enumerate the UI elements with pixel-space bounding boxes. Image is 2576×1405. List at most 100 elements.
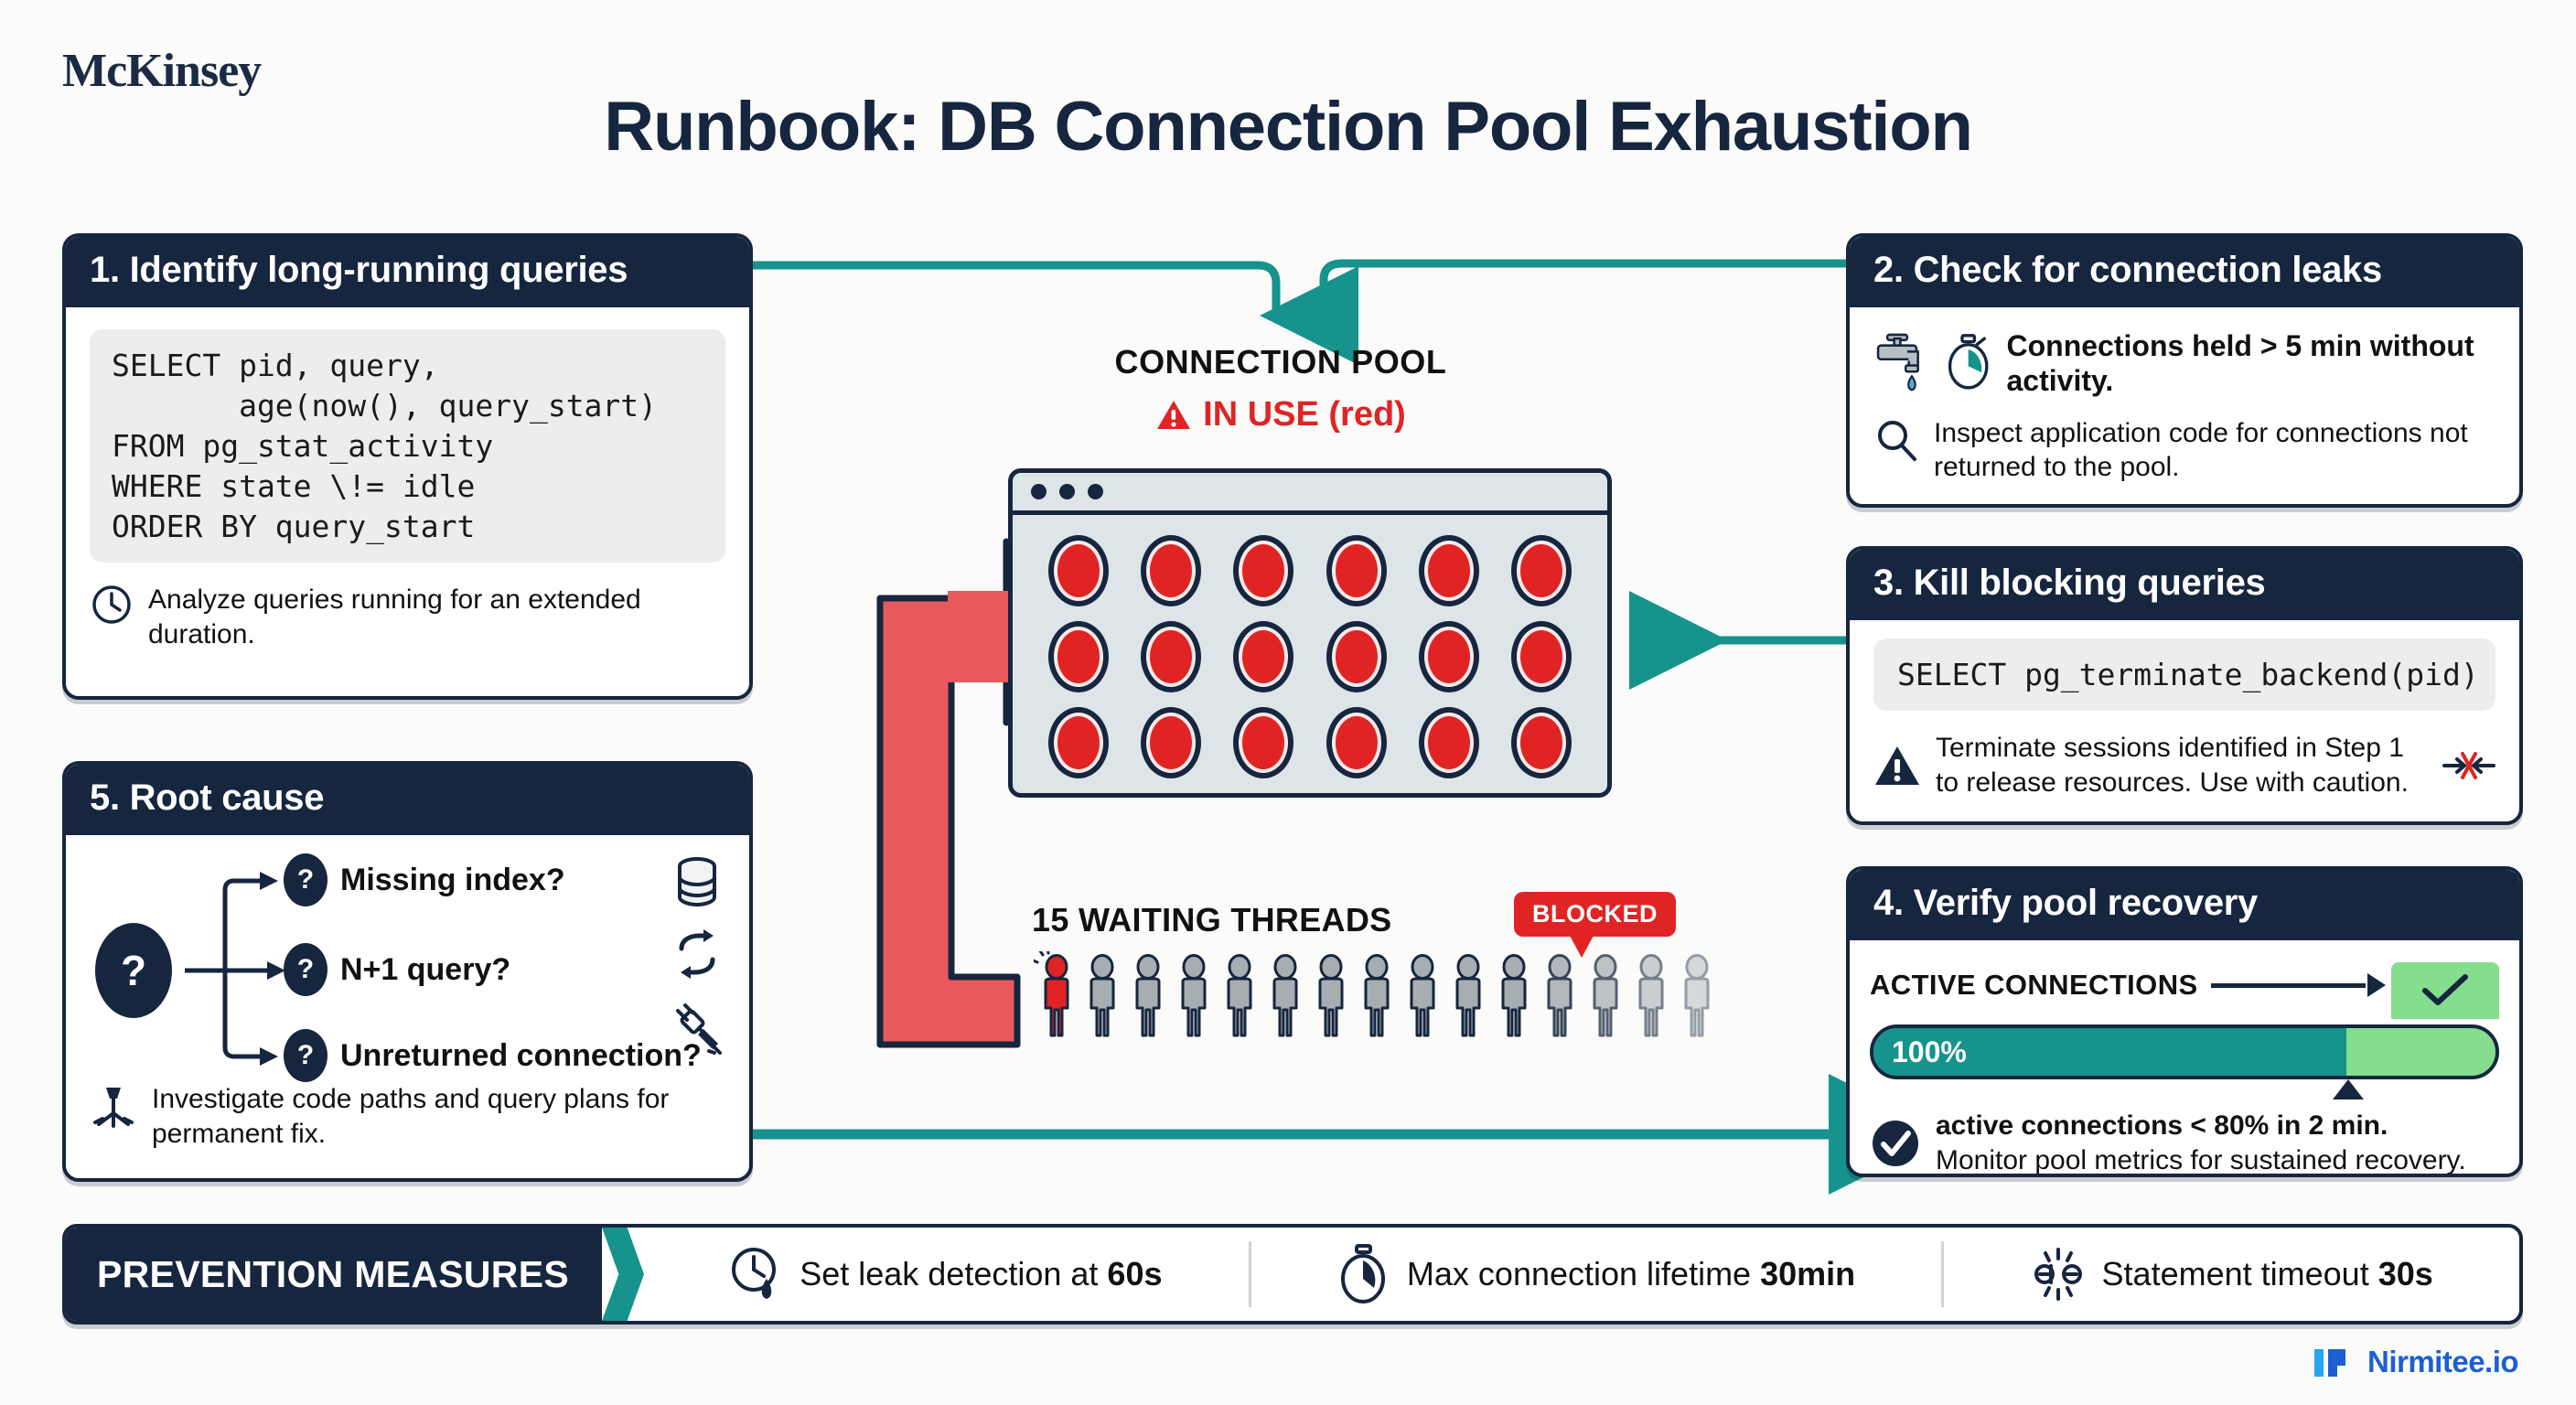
metric-arrow-line [2210, 982, 2366, 988]
root-tree-icon [93, 1088, 134, 1128]
branch-2-label: N+1 query? [340, 951, 511, 987]
connection-slot-dot [1427, 544, 1470, 597]
connection-slot-dot [1335, 716, 1378, 769]
connection-pool-status: IN USE (red) [997, 395, 1564, 434]
prevention-item-1-text: Set leak detection at [800, 1255, 1108, 1292]
step-4-note-bold: active connections < 80% in 2 min. [1936, 1110, 2388, 1141]
prevention-measures-bar: PREVENTION MEASURES Set leak detection a… [62, 1224, 2523, 1325]
connection-slot-dot [1520, 716, 1563, 769]
branch-2-bullet: ? [284, 943, 327, 996]
prevention-item-1-value: 60s [1107, 1255, 1163, 1292]
prevention-item-3-text: Statement timeout [2101, 1255, 2378, 1292]
stopwatch-icon [1340, 1244, 1385, 1303]
waiting-thread [1079, 951, 1125, 1044]
waiting-thread-blocked [1029, 945, 1079, 1044]
branch-1-bullet: ? [284, 853, 327, 906]
root-cause-branch-2: ? N+1 query? [284, 943, 510, 996]
waiting-thread [1491, 951, 1537, 1044]
prevention-item-2-text: Max connection lifetime [1406, 1255, 1761, 1292]
step-5-card: 5. Root cause ? ? Missing index? [62, 761, 753, 1182]
mckinsey-logo: McKinsey [62, 45, 262, 97]
connection-slot-dot [1149, 630, 1192, 683]
step-1-title: 1. Identify long-running queries [66, 237, 749, 307]
waiting-thread [1308, 951, 1354, 1044]
step-3-card: 3. Kill blocking queries SELECT pg_termi… [1846, 546, 2523, 825]
branch-3-label: Unreturned connection? [340, 1037, 702, 1073]
active-connections-label: ACTIVE CONNECTIONS [1870, 969, 2198, 1001]
connection-slot-dot [1427, 630, 1470, 683]
waiting-thread [1217, 951, 1262, 1044]
database-icon [678, 857, 716, 907]
branch-3-bullet: ? [284, 1029, 327, 1082]
prevention-label: PREVENTION MEASURES [66, 1228, 602, 1321]
connection-slot [1511, 535, 1572, 606]
step-5-note: Investigate code paths and query plans f… [152, 1084, 670, 1149]
connection-slot [1233, 621, 1294, 692]
root-cause-branch-3: ? Unreturned connection? [284, 1029, 702, 1082]
window-dot-3 [1088, 484, 1103, 499]
unplugged-plug-icon [676, 1003, 722, 1055]
connection-slot-dot [1149, 544, 1192, 597]
kill-session-icon [2442, 751, 2496, 779]
waiting-threads-title: 15 WAITING THREADS [1032, 901, 1392, 938]
blocked-badge-tail [1569, 934, 1594, 958]
connection-slot-grid [1013, 515, 1607, 799]
connection-slot [1326, 621, 1387, 692]
waiting-thread [1445, 951, 1491, 1044]
connection-slot-dot [1242, 630, 1285, 683]
faucet-drip-icon [1876, 333, 1919, 391]
connection-slot-dot [1057, 716, 1100, 769]
waiting-thread [1583, 951, 1628, 1044]
broken-link-icon [2034, 1248, 2082, 1301]
connection-pool-title: CONNECTION POOL [1114, 343, 1447, 381]
root-cause-hub: ? [95, 923, 172, 1018]
clock-icon [92, 585, 131, 625]
connection-slot [1047, 621, 1109, 692]
connection-slot [1418, 621, 1479, 692]
connection-slot-dot [1427, 716, 1470, 769]
waiting-thread [1125, 951, 1171, 1044]
nirmitee-logo: Nirmitee.io [2314, 1345, 2519, 1379]
root-cause-branch-1: ? Missing index? [284, 853, 565, 906]
connection-slot [1233, 535, 1294, 606]
step-4-title: 4. Verify pool recovery [1850, 870, 2519, 940]
magnifier-icon [1878, 421, 1916, 461]
metric-arrow-head [2367, 973, 2386, 997]
waiting-thread [1537, 951, 1583, 1044]
connection-pool-window [1008, 468, 1612, 798]
waiting-thread [1628, 951, 1674, 1044]
step-2-card: 2. Check for connection leaks Conn [1846, 233, 2523, 508]
progress-fill: 100% [1873, 1028, 2346, 1076]
step-2-headline: Connections held > 5 min without activit… [2006, 328, 2474, 397]
connection-slot [1233, 707, 1294, 778]
window-dot-1 [1031, 484, 1046, 499]
blocked-badge: BLOCKED [1514, 892, 1676, 937]
active-connections-progress: 100% [1870, 1024, 2499, 1079]
connection-slot-dot [1520, 630, 1563, 683]
connection-slot [1326, 707, 1387, 778]
pool-status-text: IN USE (red) [1203, 395, 1406, 434]
prevention-item-1: Set leak detection at 60s [644, 1246, 1249, 1303]
warning-triangle-icon [1157, 400, 1191, 429]
progress-threshold-marker [2332, 1079, 2364, 1099]
connection-slot [1047, 535, 1109, 606]
root-cause-branches [185, 872, 285, 1066]
checkmark-icon [2422, 974, 2468, 1005]
connection-slot [1326, 535, 1387, 606]
warning-triangle-icon [1875, 745, 1919, 785]
prevention-divider-1 [1248, 1241, 1251, 1307]
recovery-check-box [2391, 962, 2499, 1019]
step-3-note: Terminate sessions identified in Step 1 … [1936, 733, 2409, 798]
step-1-card: 1. Identify long-running queries SELECT … [62, 233, 753, 700]
step-2-note: Inspect application code for connections… [1934, 418, 2468, 482]
prevention-item-2-value: 30min [1760, 1255, 1856, 1292]
connection-slot [1418, 535, 1479, 606]
step-1-note: Analyze queries running for an extended … [148, 585, 641, 649]
check-circle-icon [1873, 1120, 1918, 1166]
waiting-threads-row [1029, 945, 1720, 1044]
connection-slot [1140, 535, 1201, 606]
connection-slot-dot [1520, 544, 1563, 597]
step-4-card: 4. Verify pool recovery ACTIVE CONNECTIO… [1846, 866, 2523, 1177]
step-5-title: 5. Root cause [66, 765, 749, 835]
waiting-thread [1400, 951, 1445, 1044]
